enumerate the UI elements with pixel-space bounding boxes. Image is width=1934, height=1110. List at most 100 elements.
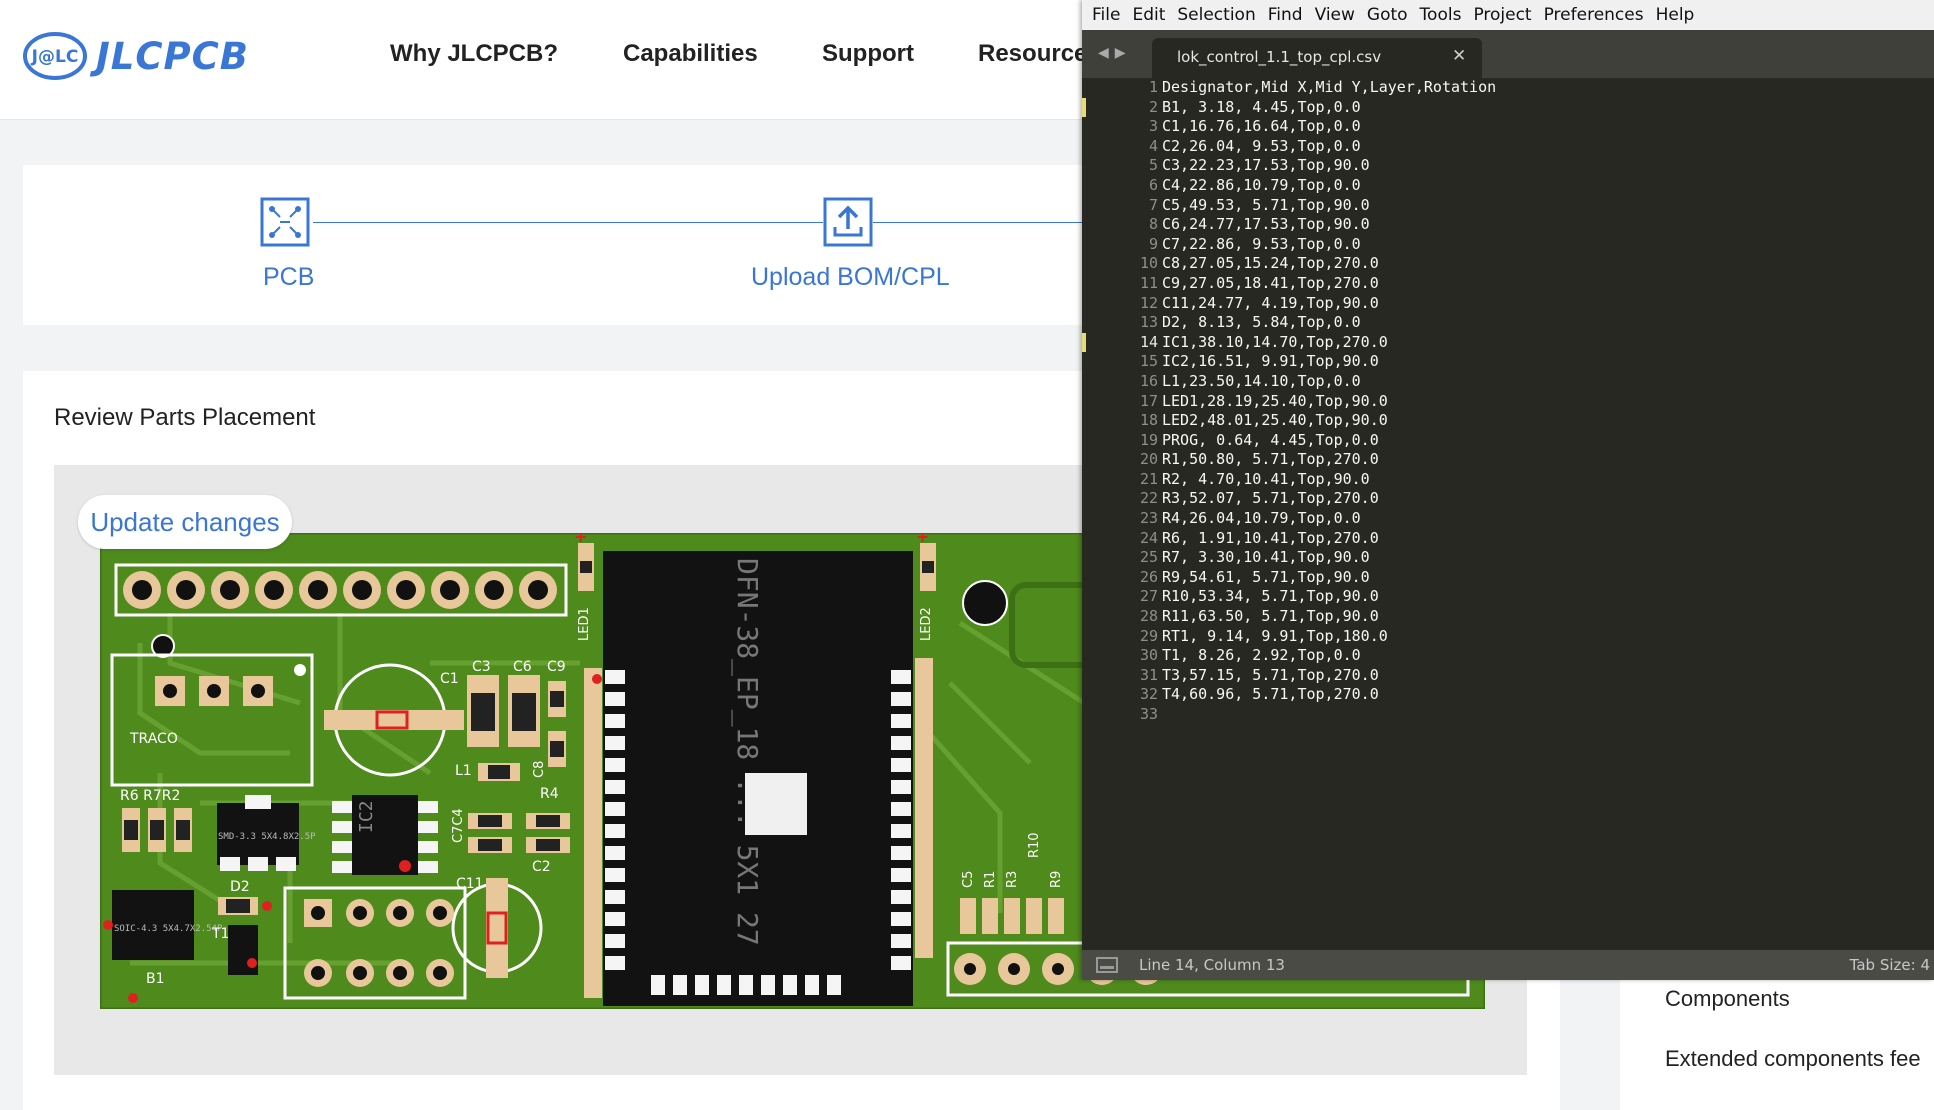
nav-capabilities[interactable]: Capabilities [623, 40, 758, 67]
line-number: 16 [1139, 371, 1158, 390]
c7c4-label: C7C4 [451, 808, 466, 843]
line-number: 11 [1139, 273, 1158, 292]
line-number: 27 [1139, 587, 1158, 606]
c2-label: C2 [532, 859, 551, 875]
menu-preferences[interactable]: Preferences [1543, 5, 1644, 25]
line-number: 30 [1139, 646, 1158, 665]
code-line[interactable]: IC2,16.51, 9.91,Top,90.0 [1162, 352, 1379, 371]
upload-icon[interactable] [823, 197, 873, 247]
line-number: 18 [1139, 411, 1158, 430]
menu-file[interactable]: File [1092, 5, 1121, 25]
code-line[interactable]: B1, 3.18, 4.45,Top,0.0 [1162, 97, 1361, 116]
line-number: 14 [1139, 332, 1158, 351]
line-number: 4 [1148, 136, 1158, 155]
code-line[interactable]: D2, 8.13, 5.84,Top,0.0 [1162, 313, 1361, 332]
code-line[interactable]: C11,24.77, 4.19,Top,90.0 [1162, 293, 1379, 312]
jlcpcb-logo[interactable]: J@LC JLCPCB [22, 30, 249, 82]
line-number: 8 [1148, 215, 1158, 234]
code-line[interactable]: C7,22.86, 9.53,Top,0.0 [1162, 234, 1361, 253]
code-line[interactable]: Designator,Mid X,Mid Y,Layer,Rotation [1162, 78, 1497, 96]
code-line[interactable]: RT1, 9.14, 9.91,Top,180.0 [1162, 626, 1388, 645]
code-line[interactable]: C4,22.86,10.79,Top,0.0 [1162, 175, 1361, 194]
code-line[interactable]: T3,57.15, 5.71,Top,270.0 [1162, 665, 1379, 684]
cursor-position: Line 14, Column 13 [1139, 956, 1285, 974]
update-changes-button[interactable]: Update changes [78, 495, 292, 549]
line-number: 6 [1148, 175, 1158, 194]
line-number: 13 [1139, 313, 1158, 332]
code-line[interactable]: R3,52.07, 5.71,Top,270.0 [1162, 489, 1379, 508]
led1-label: LED1 [577, 607, 592, 641]
code-line[interactable]: R11,63.50, 5.71,Top,90.0 [1162, 607, 1379, 626]
code-line[interactable]: PROG, 0.64, 4.45,Top,0.0 [1162, 430, 1379, 449]
pcb-icon[interactable] [260, 197, 310, 247]
editor-tabbar: ◀▶ lok_control_1.1_top_cpl.csv ✕ [1082, 30, 1934, 78]
line-number: 7 [1148, 195, 1158, 214]
ic1-label: DFN-38_EP_18 ... 5X1 27 [730, 558, 764, 946]
menu-tools[interactable]: Tools [1419, 5, 1462, 25]
menu-edit[interactable]: Edit [1132, 5, 1166, 25]
line-number: 26 [1139, 567, 1158, 586]
code-line[interactable]: IC1,38.10,14.70,Top,270.0 [1162, 332, 1388, 351]
code-line[interactable]: R7, 3.30,10.41,Top,90.0 [1162, 548, 1370, 567]
menu-project[interactable]: Project [1473, 5, 1532, 25]
r1-label: R1 [983, 871, 998, 888]
menu-selection[interactable]: Selection [1177, 5, 1256, 25]
c8-label: C8 [532, 761, 547, 778]
nav-support[interactable]: Support [822, 40, 914, 67]
code-line[interactable]: LED1,28.19,25.40,Top,90.0 [1162, 391, 1388, 410]
code-line[interactable]: LED2,48.01,25.40,Top,90.0 [1162, 411, 1388, 430]
line-number: 3 [1148, 117, 1158, 136]
svg-text:+: + [916, 533, 929, 546]
code-line[interactable]: R6, 1.91,10.41,Top,270.0 [1162, 528, 1379, 547]
editor-menubar: File Edit Selection Find View Goto Tools… [1082, 0, 1934, 30]
line-number: 31 [1139, 665, 1158, 684]
code-line[interactable]: L1,23.50,14.10,Top,0.0 [1162, 371, 1361, 390]
line-number: 17 [1139, 391, 1158, 410]
text-editor-window: File Edit Selection Find View Goto Tools… [1082, 0, 1934, 980]
r3-label: R3 [1005, 871, 1020, 888]
c11-label: C11 [456, 876, 484, 892]
review-title: Review Parts Placement [54, 404, 316, 431]
code-line[interactable]: C2,26.04, 9.53,Top,0.0 [1162, 136, 1361, 155]
menu-goto[interactable]: Goto [1366, 5, 1408, 25]
tab-title: lok_control_1.1_top_cpl.csv [1177, 48, 1382, 66]
l1-label: L1 [455, 763, 472, 779]
code-line[interactable]: C8,27.05,15.24,Top,270.0 [1162, 254, 1379, 273]
d2-label: D2 [230, 879, 250, 895]
code-line[interactable]: C1,16.76,16.64,Top,0.0 [1162, 117, 1361, 136]
soic-label: SOIC-4.3 5X4.7X2.54P [114, 924, 223, 934]
code-line[interactable]: C5,49.53, 5.71,Top,90.0 [1162, 195, 1370, 214]
close-icon[interactable]: ✕ [1452, 46, 1467, 65]
code-line[interactable]: R9,54.61, 5.71,Top,90.0 [1162, 567, 1370, 586]
line-number: 21 [1139, 469, 1158, 488]
code-line[interactable]: T1, 8.26, 2.92,Top,0.0 [1162, 646, 1361, 665]
code-line[interactable]: C6,24.77,17.53,Top,90.0 [1162, 215, 1370, 234]
nav-resource[interactable]: Resource [978, 40, 1088, 67]
code-line[interactable]: R4,26.04,10.79,Top,0.0 [1162, 509, 1361, 528]
line-number: 19 [1139, 430, 1158, 449]
menu-find[interactable]: Find [1267, 5, 1303, 25]
menu-help[interactable]: Help [1655, 5, 1695, 25]
tab-nav-arrows-icon[interactable]: ◀▶ [1098, 44, 1132, 60]
panel-toggle-icon[interactable] [1096, 957, 1118, 973]
c6-label: C6 [513, 659, 532, 675]
code-line[interactable]: R2, 4.70,10.41,Top,90.0 [1162, 469, 1370, 488]
tab-size[interactable]: Tab Size: 4 [1849, 956, 1930, 974]
menu-view[interactable]: View [1314, 5, 1355, 25]
line-number: 10 [1139, 254, 1158, 273]
line-number: 22 [1139, 489, 1158, 508]
code-line[interactable]: C9,27.05,18.41,Top,270.0 [1162, 273, 1379, 292]
line-number: 5 [1148, 156, 1158, 175]
code-line[interactable]: R10,53.34, 5.71,Top,90.0 [1162, 587, 1379, 606]
nav-why-jlcpcb[interactable]: Why JLCPCB? [390, 40, 558, 67]
code-line[interactable]: R1,50.80, 5.71,Top,270.0 [1162, 450, 1379, 469]
modified-line-marker [1082, 97, 1086, 118]
tab-cpl-file[interactable]: lok_control_1.1_top_cpl.csv ✕ [1152, 38, 1482, 78]
code-line[interactable]: C3,22.23,17.53,Top,90.0 [1162, 156, 1370, 175]
code-line[interactable] [1162, 705, 1496, 725]
extended-components-fee-row: Extended components fee [1665, 1046, 1921, 1071]
code-line[interactable]: T4,60.96, 5.71,Top,270.0 [1162, 685, 1379, 704]
